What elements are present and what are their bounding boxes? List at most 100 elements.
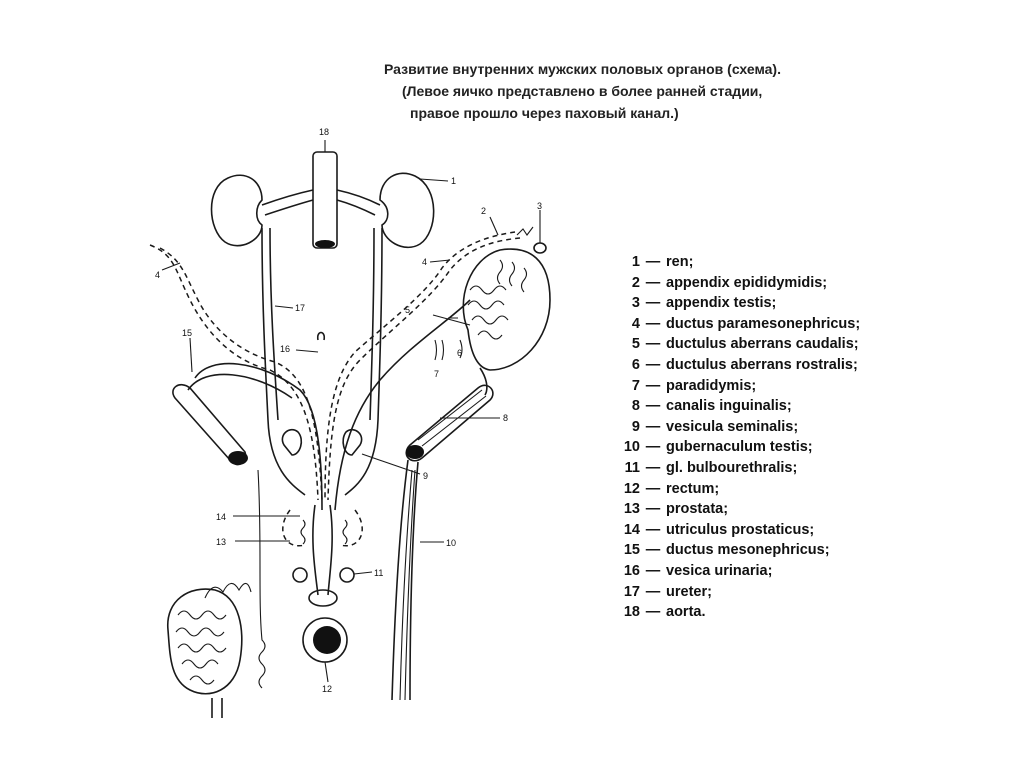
legend-dash: — (645, 439, 661, 456)
legend-dash: — (645, 521, 661, 538)
legend-term: appendix epididymidis; (666, 274, 828, 291)
legend-number: 18 (623, 604, 640, 621)
legend-number: 1 (631, 254, 640, 270)
legend-number: 11 (624, 459, 640, 476)
ureters (261, 227, 383, 496)
title-line-1: Развитие внутренних мужских половых орга… (384, 61, 781, 77)
legend-item: 2—appendix epididymidis; (620, 273, 860, 294)
fig-label-7: 7 (434, 369, 439, 379)
legend-dash: — (645, 583, 661, 600)
legend-number: 14 (623, 521, 640, 538)
aorta (312, 140, 338, 249)
legend-item: 5 — ductulus aberrans caudalis; (620, 334, 860, 355)
left-testis (167, 582, 252, 695)
gubernaculum-testis (391, 459, 419, 701)
fig-label-4-left: 4 (155, 270, 160, 280)
legend-term: paradidymis; (666, 377, 757, 394)
legend-item: 10 — gubernaculum testis; (620, 437, 860, 458)
fig-label-1: 1 (451, 176, 456, 186)
legend-term: appendix testis; (666, 295, 777, 312)
legend-number: 7 (631, 377, 640, 394)
legend-item: 12 — rectum; (620, 479, 860, 500)
rectum (302, 617, 348, 683)
legend-term: gl. bulbourethralis; (666, 459, 798, 476)
legend-number: 6 (631, 356, 640, 373)
fig-label-11: 11 (374, 568, 383, 578)
fig-label-3: 3 (537, 201, 542, 211)
legend-item: 4 — ductus paramesonephricus; (620, 314, 860, 335)
legend-dash: — (645, 562, 661, 579)
legend-item: 13 — prostata; (620, 499, 860, 520)
fig-label-5: 5 (405, 305, 410, 315)
legend-dash: — (645, 254, 661, 270)
legend-item: 1 — ren; (620, 252, 860, 273)
legend-item: 11 — gl. bulbourethralis; (620, 458, 860, 479)
legend-term: canalis inguinalis; (666, 398, 792, 415)
fig-label-12: 12 (322, 684, 332, 694)
legend-dash: — (645, 336, 661, 353)
legend-number: 5 (631, 336, 640, 353)
legend-dash: — (645, 459, 661, 476)
legend-term: ureter; (666, 583, 712, 600)
fig-label-15: 15 (182, 328, 192, 338)
legend-item: 9—vesicula seminalis; (620, 417, 860, 438)
left-kidney (210, 174, 263, 247)
legend-term: gubernaculum testis; (666, 439, 813, 456)
legend-term: ductulus aberrans caudalis; (666, 336, 859, 353)
legend-number: 12 (623, 480, 640, 497)
fig-label-8: 8 (503, 413, 508, 423)
legend-term: ductulus aberrans rostralis; (666, 356, 858, 373)
legend-dash: — (645, 398, 661, 415)
fig-label-16: 16 (280, 344, 290, 354)
title-line-2: (Левое яичко представлено в более ранней… (402, 83, 763, 99)
legend-item: 6 — ductulus aberrans rostralis; (620, 355, 860, 376)
legend-dash: — (645, 295, 661, 312)
legend-number: 4 (631, 315, 640, 332)
inguinal-canal-right (405, 384, 494, 462)
legend-dash: — (645, 356, 661, 373)
legend-dash: — (645, 604, 661, 621)
legend-dash: — (645, 377, 661, 394)
fig-label-14: 14 (216, 512, 226, 522)
legend-term: utriculus prostaticus; (666, 521, 815, 538)
legend-dash: — (645, 315, 661, 332)
legend-term: ductus mesonephricus; (666, 542, 830, 559)
title-line-3: правое прошло через паховый канал.) (410, 105, 679, 121)
legend-list: 1—ren;2—appendix epididymidis;3—appendix… (620, 252, 860, 623)
fig-label-2: 2 (481, 206, 486, 216)
legend-term: prostata; (666, 501, 729, 518)
fig-label-10: 10 (446, 538, 456, 548)
legend-term: ren; (666, 254, 694, 270)
mesonephric-ducts (187, 299, 471, 511)
fig-label-17: 17 (295, 303, 305, 313)
legend-number: 8 (631, 398, 640, 415)
legend-item: 15 — ductus mesonephricus; (620, 540, 860, 561)
legend-dash: — (645, 480, 661, 497)
diagram-title: Развитие внутренних мужских половых орга… (384, 58, 864, 124)
legend-term: rectum; (666, 480, 720, 497)
legend-term: aorta. (666, 604, 706, 621)
inguinal-canal-left (172, 383, 248, 466)
legend-item: 17—ureter; (620, 582, 860, 603)
legend-item: 18 — aorta. (620, 602, 860, 623)
legend-number: 10 (623, 439, 640, 456)
legend-item: 16 — vesica urinaria; (620, 561, 860, 582)
legend-number: 3 (631, 295, 640, 312)
legend-term: ductus paramesonephricus; (666, 315, 861, 332)
legend-number: 16 (623, 562, 640, 579)
legend-dash: — (645, 418, 661, 435)
legend-number: 15 (623, 542, 640, 559)
legend-item: 3 — appendix testis; (620, 293, 860, 314)
legend-number: 13 (623, 501, 640, 518)
legend-item: 14 — utriculus prostaticus; (620, 520, 860, 541)
legend-dash: — (645, 501, 661, 518)
legend-item: 7 — paradidymis; (620, 376, 860, 397)
fig-label-18: 18 (319, 127, 329, 137)
legend-dash: — (645, 274, 661, 291)
legend-term: vesicula seminalis; (666, 418, 799, 435)
legend-term: vesica urinaria; (666, 562, 773, 579)
legend-dash: — (645, 542, 661, 559)
fig-label-13: 13 (216, 537, 226, 547)
fig-label-6: 6 (457, 348, 462, 358)
